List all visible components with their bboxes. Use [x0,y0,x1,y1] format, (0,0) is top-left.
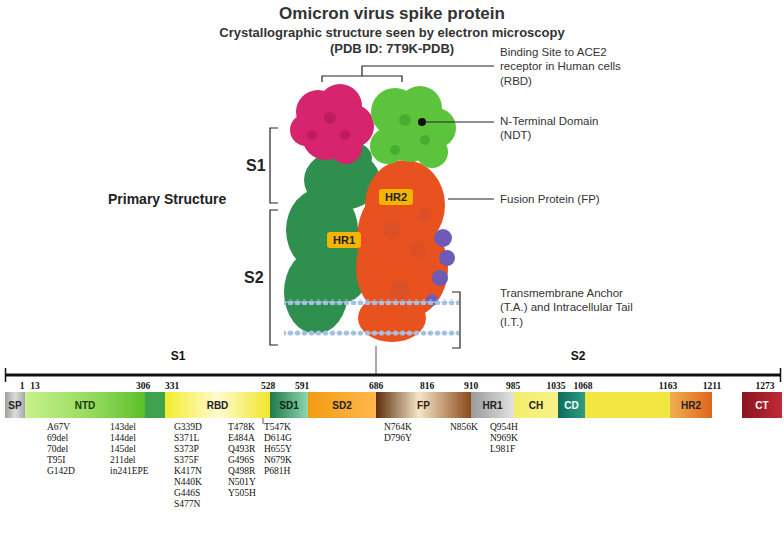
mutation-label: S477N [174,499,200,510]
node-text: RBD [207,400,229,411]
subtitle: Crystallographic structure seen by elect… [219,25,564,41]
domain-band: SP [5,392,25,418]
mutation-label: 145del [110,444,136,455]
mutation-label: S375F [174,455,199,466]
node-text: SP [8,400,21,411]
mutation-label: Y505H [228,488,256,499]
callout-label: Fusion Protein (FP) [500,192,600,206]
node-text: SD1 [279,400,298,411]
sequence-axis [5,374,781,377]
callout-label: Binding Site to ACE2 receptor in Human c… [500,45,635,88]
domain-band: CD [558,392,585,418]
linker-segment [145,392,165,418]
helix-tag: HR1 [327,232,361,248]
ntd-leader [426,121,494,122]
node-text: CH [529,400,543,411]
rbd-bracket [322,66,494,82]
node-text: HR1 [333,234,355,246]
mutation-label: G142D [47,466,75,477]
leader-dot [418,118,426,126]
tick-line [263,418,264,424]
callout-label: Transmembrane Anchor (T.A.) and Intracel… [500,286,635,329]
mutation-label: N856K [450,422,478,433]
mutation-label: K417N [174,466,202,477]
node-text: NTD [75,400,96,411]
membrane-dots [284,299,459,305]
mutation-label: in241EPE [110,466,149,477]
s2-bracket [270,210,278,345]
callout-label: N-Terminal Domain (NDT) [500,114,610,143]
mutation-label: 211del [110,455,136,466]
mutation-label: 70del [47,444,68,455]
subtitle: (PDB ID: 7T9K-PDB) [330,41,454,57]
subunit-label: S2 [244,268,264,288]
fusion-peptide [426,229,455,306]
domain-band: SD2 [308,392,376,418]
domain-band: SD1 [270,392,308,418]
mutation-label: P681H [264,466,290,477]
subunit-label: S1 [171,349,186,364]
mutation-label: 69del [47,433,68,444]
node-text: CD [564,400,578,411]
ntd-domain [370,86,456,168]
boundary-line [376,346,377,374]
mutation-label: S371L [174,433,199,444]
domain-band: HR2 [670,392,712,418]
mutation-label: 144del [110,433,136,444]
axis-tick [5,368,7,382]
s2-orange-domain [356,160,448,342]
mutation-label: Q954H [490,422,518,433]
mutation-label: G446S [174,488,200,499]
node-text: FP [417,400,430,411]
node-text: HR1 [482,400,502,411]
mutation-label: T547K [264,422,291,433]
domain-band: CT [742,392,782,418]
axis-tick [780,368,782,382]
subunit-label: S1 [246,156,266,176]
domain-band: HR1 [471,392,514,418]
mutation-label: N969K [490,433,518,444]
tm-bracket [452,292,460,348]
mutation-label: D614G [264,433,292,444]
membrane-dots [284,330,459,336]
mutation-label: Q498R [228,466,255,477]
s1-bracket [270,128,278,203]
subunit-label: S2 [571,349,586,364]
mutation-label: 143del [110,422,136,433]
rbd-domain [290,84,374,164]
mutation-label: E484A [228,433,255,444]
title: Omicron virus spike protein [0,4,784,24]
mutation-label: D796Y [384,433,412,444]
fp-leader [448,198,494,199]
mutation-label: N440K [174,477,202,488]
domain-band: RBD [165,392,270,418]
helix-tag: HR2 [379,189,413,205]
mutation-label: T95I [47,455,65,466]
domain-band: FP [376,392,471,418]
linker-segment [585,392,670,418]
node-text: HR2 [385,191,407,203]
mutation-label: L981F [490,444,515,455]
node-text: HR2 [681,400,701,411]
mutation-label: N501Y [228,477,256,488]
mutation-label: N764K [384,422,412,433]
mutation-label: G339D [174,422,202,433]
section-label: Primary Structure [108,191,226,209]
mutation-label: A67V [47,422,70,433]
node-text: CT [755,400,768,411]
mutation-label: G496S [228,455,254,466]
mutation-label: N679K [264,455,292,466]
mutation-label: S373P [174,444,199,455]
mutation-label: H655Y [264,444,292,455]
domain-band: CH [514,392,558,418]
domain-band: NTD [25,392,145,418]
node-text: SD2 [332,400,351,411]
mutation-label: Q493R [228,444,255,455]
mutation-label: T478K [228,422,255,433]
